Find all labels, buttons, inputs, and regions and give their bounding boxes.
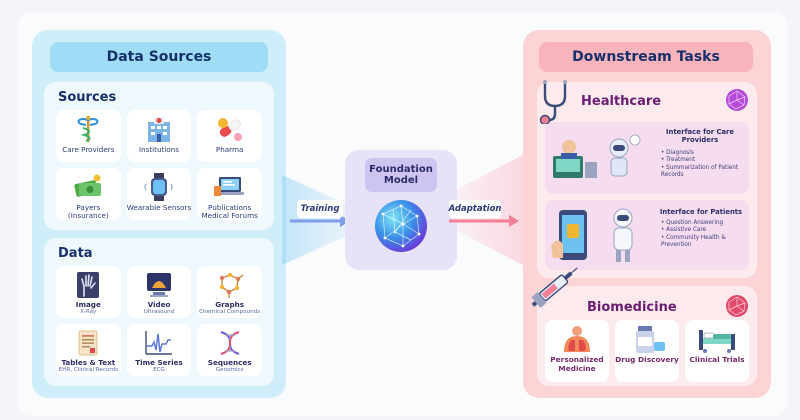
data-graphs-sub: Chemical Compounds bbox=[199, 308, 261, 315]
care-robot-icon bbox=[613, 208, 633, 262]
care-providers-task: Diagnosis bbox=[661, 150, 747, 157]
xray-hand-icon bbox=[77, 272, 100, 298]
data-tables-sub: EHR, Clinical Records bbox=[58, 366, 119, 373]
dna-icon bbox=[220, 331, 240, 355]
caduceus-icon bbox=[77, 115, 99, 142]
sources-card: Sources Care Providers bbox=[44, 82, 274, 230]
patients-task: Assistive Care bbox=[661, 227, 747, 234]
care-providers-task: Summarization of Patient Records bbox=[661, 165, 747, 180]
data-title: Data bbox=[58, 246, 93, 261]
source-care-providers: Care Providers bbox=[56, 110, 121, 162]
records-icon bbox=[78, 330, 98, 356]
data-sequences-label: Sequences bbox=[207, 358, 252, 367]
care-providers-task-list: Diagnosis Treatment Summarization of Pat… bbox=[661, 150, 747, 180]
data-image: Image X-Ray bbox=[56, 266, 121, 318]
data-time-series-sub: ECG bbox=[153, 366, 165, 373]
molecule-icon bbox=[219, 272, 244, 298]
data-video: Video Ultrasound bbox=[126, 266, 192, 318]
ecg-icon bbox=[145, 331, 172, 355]
healthcare-title: Healthcare bbox=[581, 94, 662, 109]
smartphone-icon bbox=[551, 210, 587, 260]
care-providers-interface: Interface for Care Providers Diagnosis T… bbox=[545, 122, 749, 194]
source-care-providers-label: Care Providers bbox=[62, 145, 115, 154]
patients-interface: Interface for Patients Question Answerin… bbox=[545, 200, 749, 270]
data-video-label: Video bbox=[147, 300, 171, 309]
source-wearables: Wearable Sensors bbox=[126, 168, 192, 220]
data-image-sub: X-Ray bbox=[80, 308, 97, 315]
data-time-series: Time Series ECG bbox=[126, 324, 192, 376]
patients-interface-title: Interface for Patients bbox=[659, 208, 743, 216]
data-grid: Image X-Ray Video Ultrasound bbox=[56, 266, 262, 376]
robot-assistant-icon bbox=[609, 134, 641, 177]
money-icon bbox=[74, 174, 102, 197]
care-providers-interface-title: Interface for Care Providers bbox=[665, 128, 734, 145]
data-sequences-sub: Genomics bbox=[215, 366, 244, 373]
foundation-model-box: Foundation Model bbox=[345, 150, 457, 270]
source-wearables-label: Wearable Sensors bbox=[126, 203, 192, 212]
source-payers-label: Payers (Insurance) bbox=[67, 203, 109, 220]
data-card: Data Image X-Ray bbox=[44, 238, 274, 386]
doctor-workstation-icon bbox=[553, 140, 597, 178]
healthcare-sphere-icon bbox=[726, 89, 748, 111]
sources-grid: Care Providers Insti bbox=[56, 110, 262, 220]
biomedicine-card: Biomedicine Personalized Medicine bbox=[531, 267, 757, 386]
smartwatch-icon bbox=[144, 173, 173, 201]
downstream-title: Downstream Tasks bbox=[539, 42, 753, 72]
source-pharma-label: Pharma bbox=[215, 145, 244, 154]
data-sources-panel: Data Sources Sources Care Providers bbox=[32, 30, 286, 398]
drug-discovery-tile: Drug Discovery bbox=[615, 320, 679, 382]
source-institutions-label: Institutions bbox=[138, 145, 180, 154]
adaptation-label: Adaptation bbox=[449, 200, 501, 218]
source-institutions: Institutions bbox=[126, 110, 192, 162]
drug-discovery-label: Drug Discovery bbox=[615, 355, 679, 364]
data-graphs: Graphs Chemical Compounds bbox=[197, 266, 262, 318]
hospital-bed-icon bbox=[699, 330, 735, 353]
sources-title: Sources bbox=[58, 90, 117, 105]
downstream-panel: Downstream Tasks Healthcare bbox=[523, 30, 771, 398]
personalized-medicine-tile: Personalized Medicine bbox=[545, 320, 609, 382]
stethoscope-icon bbox=[539, 80, 567, 124]
data-graphs-label: Graphs bbox=[215, 300, 245, 309]
laptop-icon bbox=[213, 177, 244, 196]
data-sequences: Sequences Genomics bbox=[197, 324, 262, 376]
personalized-medicine-label: Personalized Medicine bbox=[550, 355, 604, 373]
syringe-icon bbox=[531, 267, 578, 309]
data-tables-label: Tables & Text bbox=[61, 358, 116, 367]
adaptation-arrow-icon bbox=[449, 215, 519, 227]
care-providers-task: Treatment bbox=[661, 157, 747, 164]
lungs-person-icon bbox=[564, 326, 590, 352]
hospital-icon bbox=[147, 117, 170, 142]
source-publications: Publications Medical Forums bbox=[197, 168, 262, 220]
clinical-trials-tile: Clinical Trials bbox=[685, 320, 749, 382]
clinical-trials-label: Clinical Trials bbox=[689, 355, 745, 364]
patients-task-list: Question Answering Assistive Care Commun… bbox=[661, 220, 747, 250]
patients-task: Community Health & Prevention bbox=[661, 235, 747, 250]
source-pharma: Pharma bbox=[197, 110, 262, 162]
pills-icon bbox=[217, 118, 242, 141]
ultrasound-icon bbox=[146, 273, 171, 297]
data-sources-title: Data Sources bbox=[50, 42, 268, 72]
training-label: Training bbox=[297, 200, 343, 218]
source-payers: Payers (Insurance) bbox=[56, 168, 121, 220]
biomedicine-title: Biomedicine bbox=[587, 300, 677, 315]
medicine-bottle-icon bbox=[636, 326, 665, 353]
data-video-sub: Ultrasound bbox=[143, 308, 175, 315]
data-image-label: Image bbox=[75, 300, 101, 309]
source-publications-label: Publications Medical Forums bbox=[201, 203, 258, 220]
data-tables-text: Tables & Text EHR, Clinical Records bbox=[56, 324, 121, 376]
patients-task: Question Answering bbox=[661, 220, 747, 227]
data-time-series-label: Time Series bbox=[135, 358, 183, 367]
foundation-model-title: Foundation Model bbox=[365, 158, 437, 192]
neural-sphere-icon bbox=[375, 200, 427, 252]
biomedicine-sphere-icon bbox=[726, 295, 748, 317]
healthcare-card: Healthcare Interf bbox=[537, 80, 757, 278]
